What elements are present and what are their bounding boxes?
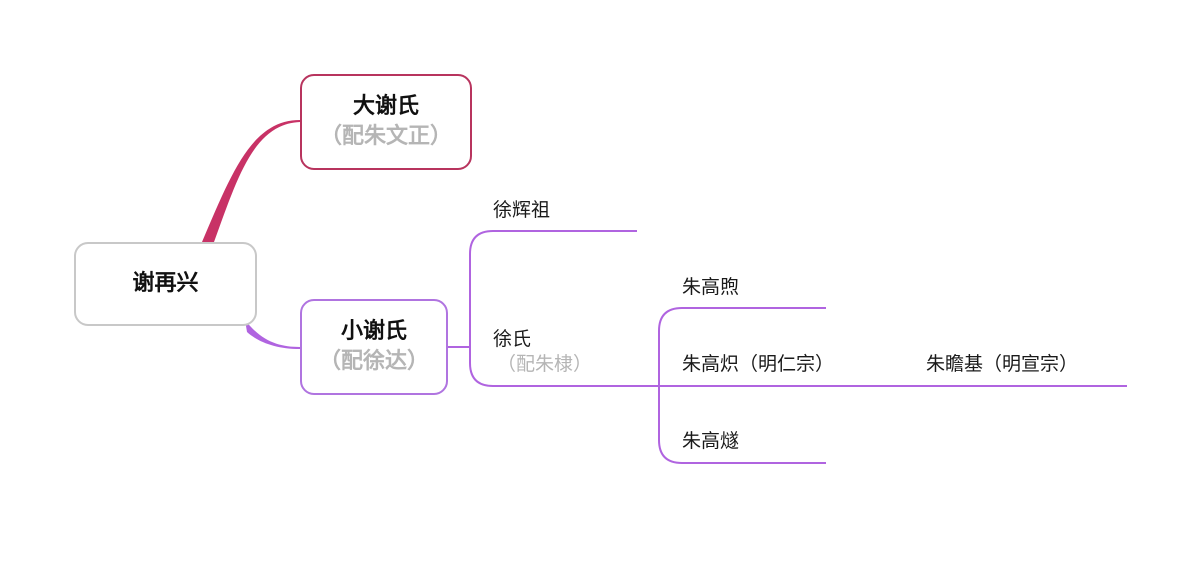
node-big-xie-note: （配朱文正） [319,124,452,149]
node-small-xie-note: （配徐达） [318,349,429,374]
node-xu-shi-note: （配朱棣） [497,353,593,375]
node-xu-shi[interactable]: 徐氏 [493,328,532,350]
bracket-small-xie-children [469,230,494,387]
node-zhu-gaoxu[interactable]: 朱高煦 [682,276,740,298]
bracket-xu-shi-children [658,307,683,464]
node-zhu-gaochi[interactable]: 朱高炽（明仁宗） [682,353,835,375]
node-xu-huizu[interactable]: 徐辉祖 [493,199,551,221]
connector-root-to-big-xie [202,120,300,242]
node-zhu-zhanji[interactable]: 朱瞻基（明宣宗） [926,353,1079,375]
node-big-xie-label: 大谢氏 [352,94,419,119]
connector-root-to-small-xie [245,320,300,349]
node-zhu-gaosui[interactable]: 朱高燧 [682,430,740,452]
node-small-xie-label: 小谢氏 [340,319,407,344]
root-node[interactable]: 谢再兴 [74,242,257,326]
root-node-label: 谢再兴 [132,271,199,296]
node-small-xie[interactable]: 小谢氏 （配徐达） [300,299,448,395]
node-big-xie[interactable]: 大谢氏 （配朱文正） [300,74,472,170]
